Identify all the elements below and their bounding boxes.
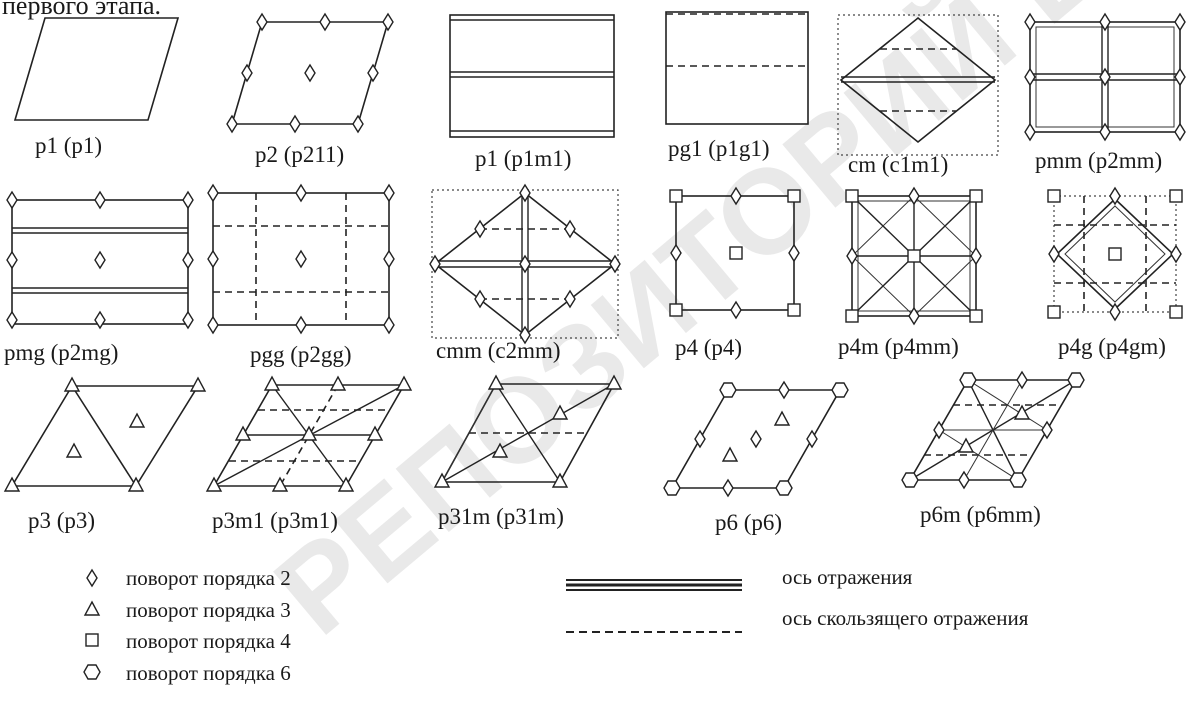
rotation-6-icon — [83, 664, 101, 680]
rotation-3-icon — [84, 601, 100, 616]
pattern-p3m1 — [206, 376, 412, 492]
pattern-p31m — [434, 375, 622, 488]
pattern-pmg — [6, 191, 194, 329]
label-p4g: p4g (p4gm) — [1058, 334, 1166, 359]
label-p6m: p6m (p6mm) — [920, 502, 1041, 527]
label-pmg: pmg (p2mg) — [4, 340, 118, 365]
label-p1m1: p1 (p1m1) — [475, 146, 571, 171]
pattern-p4m — [845, 187, 983, 325]
label-p4m: p4m (p4mm) — [838, 334, 959, 359]
pattern-p1m1 — [449, 14, 615, 138]
label-pgg: pgg (p2gg) — [250, 342, 352, 367]
pattern-p4g — [1047, 187, 1183, 321]
legend-rot4: поворот порядка 4 — [126, 629, 291, 653]
label-pmm: pmm (p2mm) — [1035, 148, 1162, 173]
pattern-pgg — [207, 184, 395, 334]
label-p4: p4 (p4) — [675, 335, 742, 360]
pattern-pg1 — [665, 11, 809, 125]
label-cmm: cmm (c2mm) — [436, 338, 561, 363]
mirror-axis-icon — [566, 579, 742, 591]
legend-rot6: поворот порядка 6 — [126, 661, 291, 685]
pattern-p4 — [669, 187, 801, 319]
label-pg1: pg1 (p1g1) — [668, 136, 770, 161]
rotation-2-icon — [86, 569, 98, 587]
header-fragment: первого этапа. — [2, 0, 161, 20]
legend-rot2: поворот порядка 2 — [126, 566, 291, 590]
label-p3: p3 (p3) — [28, 508, 95, 533]
pattern-cm — [837, 14, 999, 156]
legend-mirror: ось отражения — [782, 565, 913, 589]
label-p6: p6 (p6) — [715, 510, 782, 535]
label-cm: cm (c1m1) — [848, 152, 948, 177]
pattern-pmm — [1024, 13, 1186, 141]
pattern-p3 — [4, 377, 206, 492]
pattern-p6m — [901, 371, 1085, 489]
legend-glide: ось скользящего отражения — [782, 606, 1029, 630]
label-p3m1: p3m1 (p3m1) — [212, 508, 338, 533]
rotation-4-icon — [85, 633, 99, 647]
pattern-p1 — [13, 17, 180, 121]
legend-rot3: поворот порядка 3 — [126, 598, 291, 622]
pattern-p2 — [226, 13, 394, 133]
pattern-cmm — [429, 184, 621, 344]
legend: поворот порядка 2 поворот порядка 3 пово… — [83, 565, 1029, 685]
label-p1: p1 (p1) — [35, 133, 102, 158]
label-p31m: p31m (p31m) — [438, 504, 564, 529]
label-p2: p2 (p211) — [255, 142, 344, 167]
pattern-p6 — [663, 381, 849, 497]
